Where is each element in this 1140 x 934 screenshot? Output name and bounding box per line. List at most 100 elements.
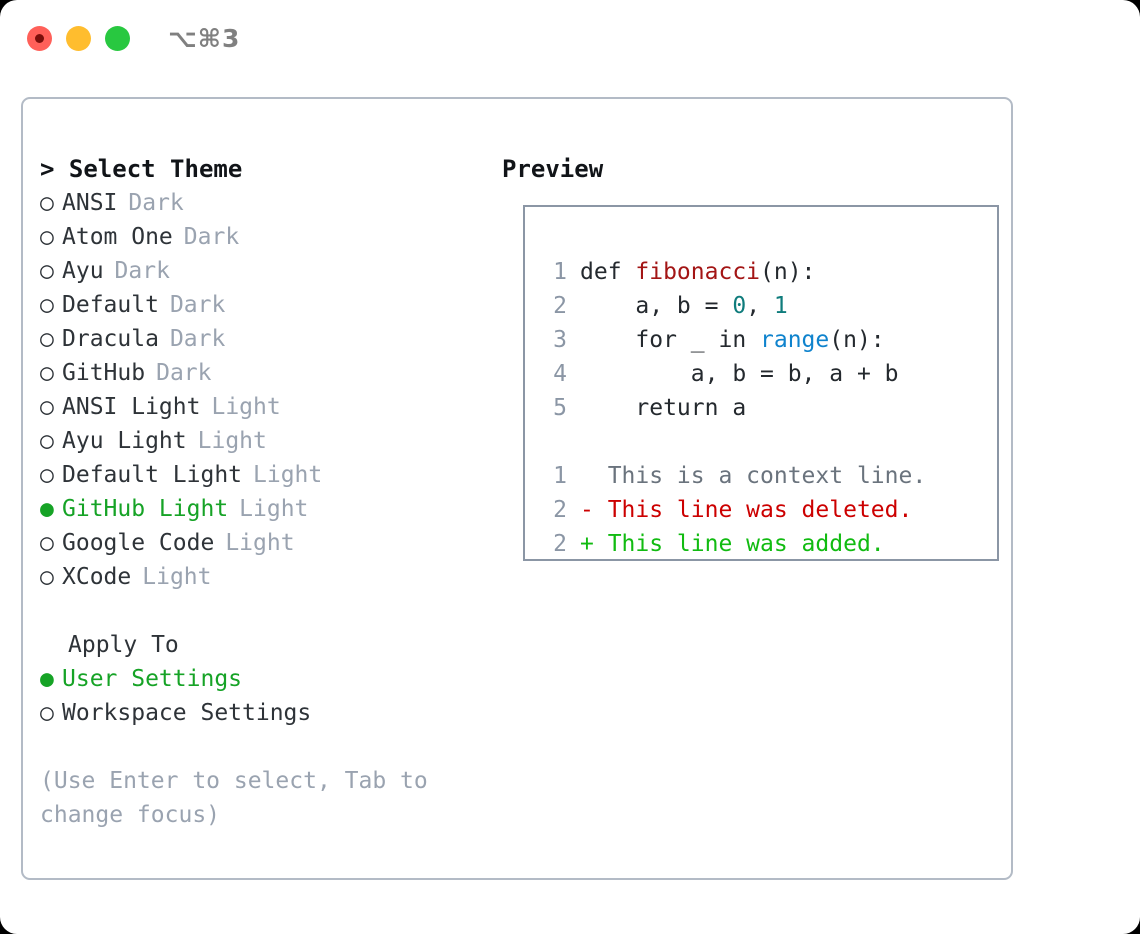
theme-name: Google Code [62, 530, 215, 556]
title-bar: ⌥⌘3 [0, 0, 1140, 78]
radio-unselected-icon[interactable]: ○ [40, 326, 54, 352]
theme-name: GitHub [62, 360, 146, 386]
radio-unselected-icon[interactable]: ○ [40, 462, 54, 488]
minimize-button[interactable] [66, 26, 91, 51]
apply-to-option[interactable]: ○ Workspace Settings [40, 696, 480, 730]
theme-name: GitHub Light [62, 496, 229, 522]
line-number: 5 [553, 395, 567, 421]
theme-list-item[interactable]: ○ Dracula Dark [40, 322, 480, 356]
code-token: return a [580, 395, 747, 421]
radio-selected-icon[interactable]: ● [40, 666, 54, 692]
theme-variant-tag: Light [253, 462, 323, 488]
theme-list-item[interactable]: ○ Ayu Dark [40, 254, 480, 288]
line-number: 1 [553, 259, 567, 285]
theme-list-item[interactable]: ○ XCode Light [40, 560, 480, 594]
diff-line: 1 This is a context line. [543, 459, 926, 493]
radio-unselected-icon[interactable]: ○ [40, 224, 54, 250]
line-number: 1 [553, 463, 567, 489]
code-line: 5 return a [543, 391, 926, 425]
line-number: 4 [553, 361, 567, 387]
theme-variant-tag: Dark [128, 190, 184, 216]
theme-name: XCode [62, 564, 132, 590]
diff-line-text: This is a context line. [580, 463, 927, 489]
code-token: def [580, 259, 636, 285]
code-token: for _ in [580, 327, 761, 353]
theme-variant-tag: Dark [169, 326, 226, 352]
code-diff-separator [543, 425, 926, 459]
code-token: a, b = b, a + b [580, 361, 899, 387]
radio-unselected-icon[interactable]: ○ [40, 190, 54, 216]
radio-unselected-icon[interactable]: ○ [40, 530, 54, 556]
apply-to-heading: Apply To [68, 632, 179, 658]
apply-to-label: User Settings [62, 666, 243, 692]
apply-to-label: Workspace Settings [62, 700, 312, 726]
traffic-lights [27, 26, 130, 51]
theme-list-item[interactable]: ○ Atom One Dark [40, 220, 480, 254]
radio-unselected-icon[interactable]: ○ [40, 360, 54, 386]
line-number: 2 [553, 497, 567, 523]
theme-variant-tag: Light [197, 428, 267, 454]
radio-unselected-icon[interactable]: ○ [40, 700, 54, 726]
preview-heading: Preview [502, 155, 604, 183]
radio-unselected-icon[interactable]: ○ [40, 428, 54, 454]
apply-to-option[interactable]: ● User Settings [40, 662, 480, 696]
select-theme-heading: > Select Theme [40, 155, 243, 183]
diff-line: 2 - This line was deleted. [543, 493, 926, 527]
code-token: (n): [829, 327, 885, 353]
theme-variant-tag: Light [142, 564, 212, 590]
theme-variant-tag: Light [239, 496, 309, 522]
line-number: 3 [553, 327, 567, 353]
theme-name: Dracula [62, 326, 159, 352]
code-line: 1 def fibonacci(n): [543, 255, 926, 289]
theme-variant-tag: Light [225, 530, 295, 556]
keyboard-hint-text: (Use Enter to select, Tab to change focu… [40, 768, 428, 828]
zoom-button[interactable] [105, 26, 130, 51]
radio-unselected-icon[interactable]: ○ [40, 292, 54, 318]
theme-name: Ayu [62, 258, 104, 284]
diff-line-text: - This line was deleted. [580, 497, 913, 523]
radio-selected-icon[interactable]: ● [40, 496, 54, 522]
theme-name: Atom One [62, 224, 173, 250]
diff-line-text: + This line was added. [580, 531, 885, 557]
theme-list-item[interactable]: ● GitHub Light Light [40, 492, 480, 526]
theme-name: Ayu Light [62, 428, 187, 454]
radio-unselected-icon[interactable]: ○ [40, 394, 54, 420]
diff-line: 2 + This line was added. [543, 527, 926, 561]
close-button[interactable] [27, 26, 52, 51]
line-number: 2 [553, 293, 567, 319]
radio-unselected-icon[interactable]: ○ [40, 564, 54, 590]
code-line: 4 a, b = b, a + b [543, 357, 926, 391]
theme-list-item[interactable]: ○ ANSI Dark [40, 186, 480, 220]
theme-name: ANSI [62, 190, 118, 216]
theme-list-item[interactable]: ○ Default Light Light [40, 458, 480, 492]
theme-name: Default Light [62, 462, 243, 488]
theme-list-item[interactable]: ○ Google Code Light [40, 526, 480, 560]
code-token: (n): [760, 259, 816, 285]
theme-list-item[interactable]: ○ ANSI Light Light [40, 390, 480, 424]
theme-variant-tag: Dark [183, 224, 240, 250]
code-token: fibonacci [635, 259, 761, 285]
theme-variant-tag: Dark [114, 258, 170, 284]
theme-name: ANSI Light [62, 394, 201, 420]
theme-variant-tag: Dark [169, 292, 226, 318]
keyboard-shortcut-label: ⌥⌘3 [168, 24, 241, 53]
code-token: 0 [732, 293, 747, 319]
code-token: 1 [773, 293, 788, 319]
radio-unselected-icon[interactable]: ○ [40, 258, 54, 284]
line-number: 2 [553, 531, 567, 557]
theme-list-item[interactable]: ○ Ayu Light Light [40, 424, 480, 458]
theme-variant-tag: Light [211, 394, 281, 420]
code-token: range [760, 327, 830, 353]
list-spacer [40, 594, 480, 628]
apply-to-list[interactable]: ● User Settings ○ Workspace Settings [40, 662, 480, 730]
code-line: 3 for _ in range(n): [543, 323, 926, 357]
